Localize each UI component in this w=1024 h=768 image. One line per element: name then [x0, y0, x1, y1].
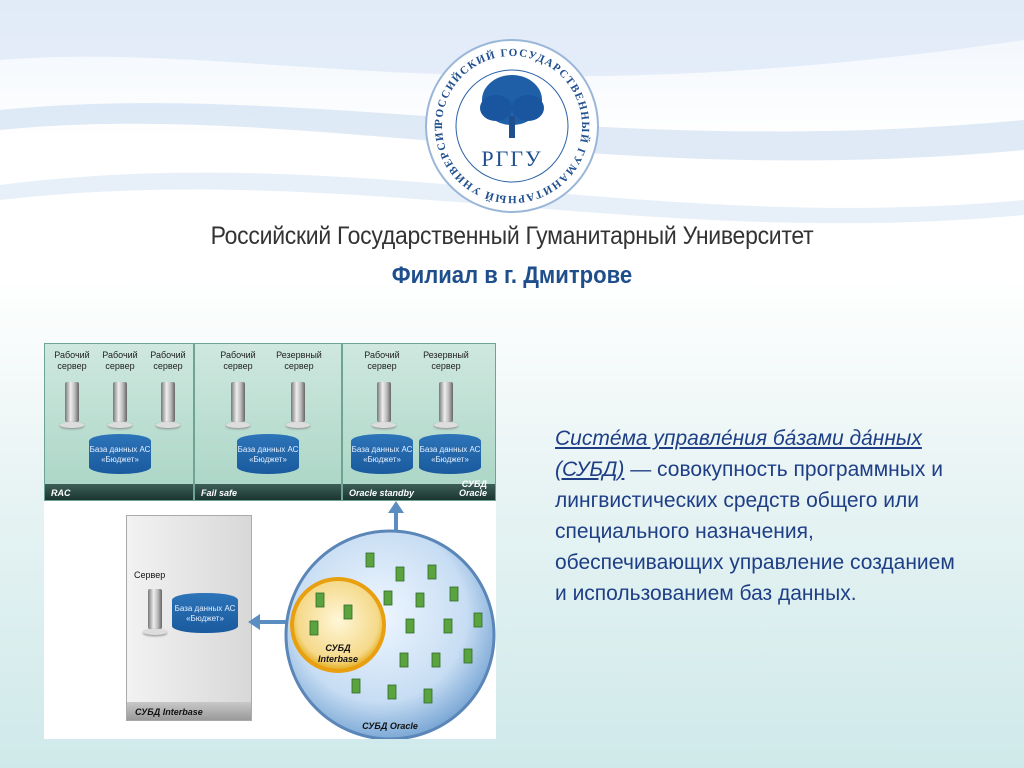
server-label: Сервер: [134, 570, 166, 580]
server-label: Рабочий сервер: [150, 350, 186, 371]
panel-footer: [195, 484, 341, 500]
database-icon: База данных АС «Бюджет»: [89, 434, 151, 474]
definition-text: Систе́ма управле́ния ба́зами да́нных (СУ…: [555, 423, 965, 609]
server-label: Резервный сервер: [276, 350, 322, 371]
interbase-circle-label-line: СУБД: [325, 643, 351, 653]
database-icon: База данных АС «Бюджет»: [419, 434, 481, 474]
university-seal-logo: РОССИЙСКИЙ ГОСУДАРСТВЕННЫЙ ГУМАНИТАРНЫЙ …: [424, 38, 599, 213]
server-icon: [143, 589, 167, 635]
mode-label: RAC: [51, 488, 71, 498]
dbms-oracle-label: СУБД Oracle: [458, 479, 487, 498]
database-icon: База данных АС «Бюджет»: [172, 593, 238, 633]
interbase-circle-label-line: Interbase: [318, 654, 358, 664]
server-label: Резервный сервер: [423, 350, 469, 371]
server-icon: [286, 382, 310, 428]
branch-title: Филиал в г. Дмитрове: [391, 262, 633, 289]
server-icon: [434, 382, 458, 428]
oracle-circle-label: СУБД Oracle: [362, 721, 418, 731]
panel-failsafe: Рабочий сервер Резервный сервер База дан…: [194, 343, 342, 501]
server-label: Рабочий сервер: [364, 350, 400, 371]
dbms-diagram: Рабочий сервер Рабочий сервер Рабочий се…: [44, 343, 496, 739]
box-footer: [127, 702, 251, 720]
panel-footer: [343, 484, 495, 500]
dbms-term-link[interactable]: Систе́ма управле́ния ба́зами да́нных (СУ…: [555, 427, 922, 481]
server-icon: [60, 382, 84, 428]
panel-rac: Рабочий сервер Рабочий сервер Рабочий се…: [44, 343, 194, 501]
database-icon: База данных АС «Бюджет»: [351, 434, 413, 474]
server-icon: [226, 382, 250, 428]
server-label: Рабочий сервер: [220, 350, 256, 371]
database-icon: База данных АС «Бюджет»: [237, 434, 299, 474]
panel-oracle-standby: Рабочий сервер Резервный сервер База дан…: [342, 343, 496, 501]
seal-letters: РГГУ: [481, 146, 542, 171]
server-icon: [108, 382, 132, 428]
server-icon: [156, 382, 180, 428]
server-icon: [372, 382, 396, 428]
university-title: Российский Государственный Гуманитарный …: [210, 222, 814, 250]
server-label: Рабочий сервер: [54, 350, 90, 371]
mode-label: Oracle standby: [349, 488, 415, 498]
panel-footer: [45, 484, 193, 500]
arrow-left-icon: [248, 614, 290, 630]
server-label: Рабочий сервер: [102, 350, 138, 371]
interbase-footer-label: СУБД Interbase: [135, 707, 203, 717]
definition-body: — совокупность программных и лингвистиче…: [555, 458, 955, 605]
tree-icon: [480, 75, 544, 138]
mode-label: Fail safe: [201, 488, 238, 498]
